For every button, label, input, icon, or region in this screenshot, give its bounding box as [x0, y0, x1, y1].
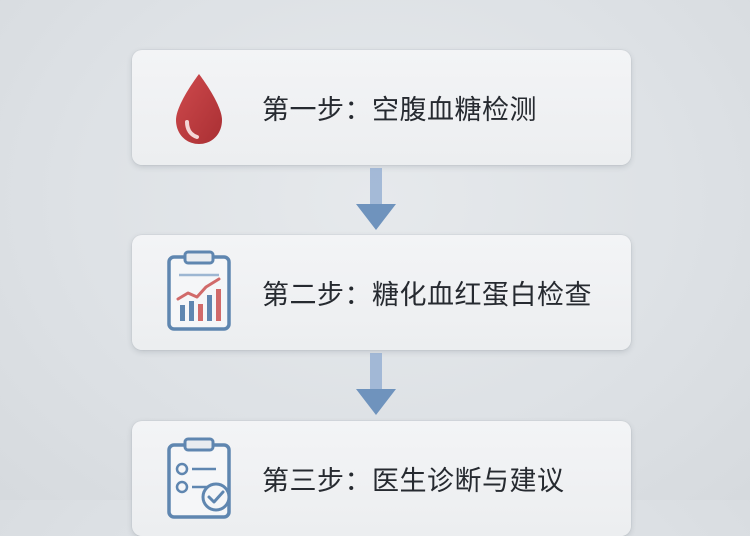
- blood-drop-icon: [158, 64, 240, 152]
- step-label-1: 第一步：空腹血糖检测: [262, 95, 537, 126]
- down-arrow-icon: [352, 168, 400, 234]
- step-card-1: 第一步：空腹血糖检测: [132, 50, 631, 165]
- down-arrow-icon: [352, 353, 400, 419]
- step-card-3: 第三步：医生诊断与建议: [132, 421, 631, 536]
- chart-clipboard-icon: [158, 249, 240, 337]
- process-flowchart: 第一步：空腹血糖检测 第二步：糖化血红蛋白检查: [132, 50, 631, 536]
- step-label-3: 第三步：医生诊断与建议: [262, 466, 565, 497]
- doctor-checklist-icon: [158, 435, 240, 523]
- step-label-2: 第二步：糖化血红蛋白检查: [262, 280, 592, 311]
- step-card-2: 第二步：糖化血红蛋白检查: [132, 235, 631, 350]
